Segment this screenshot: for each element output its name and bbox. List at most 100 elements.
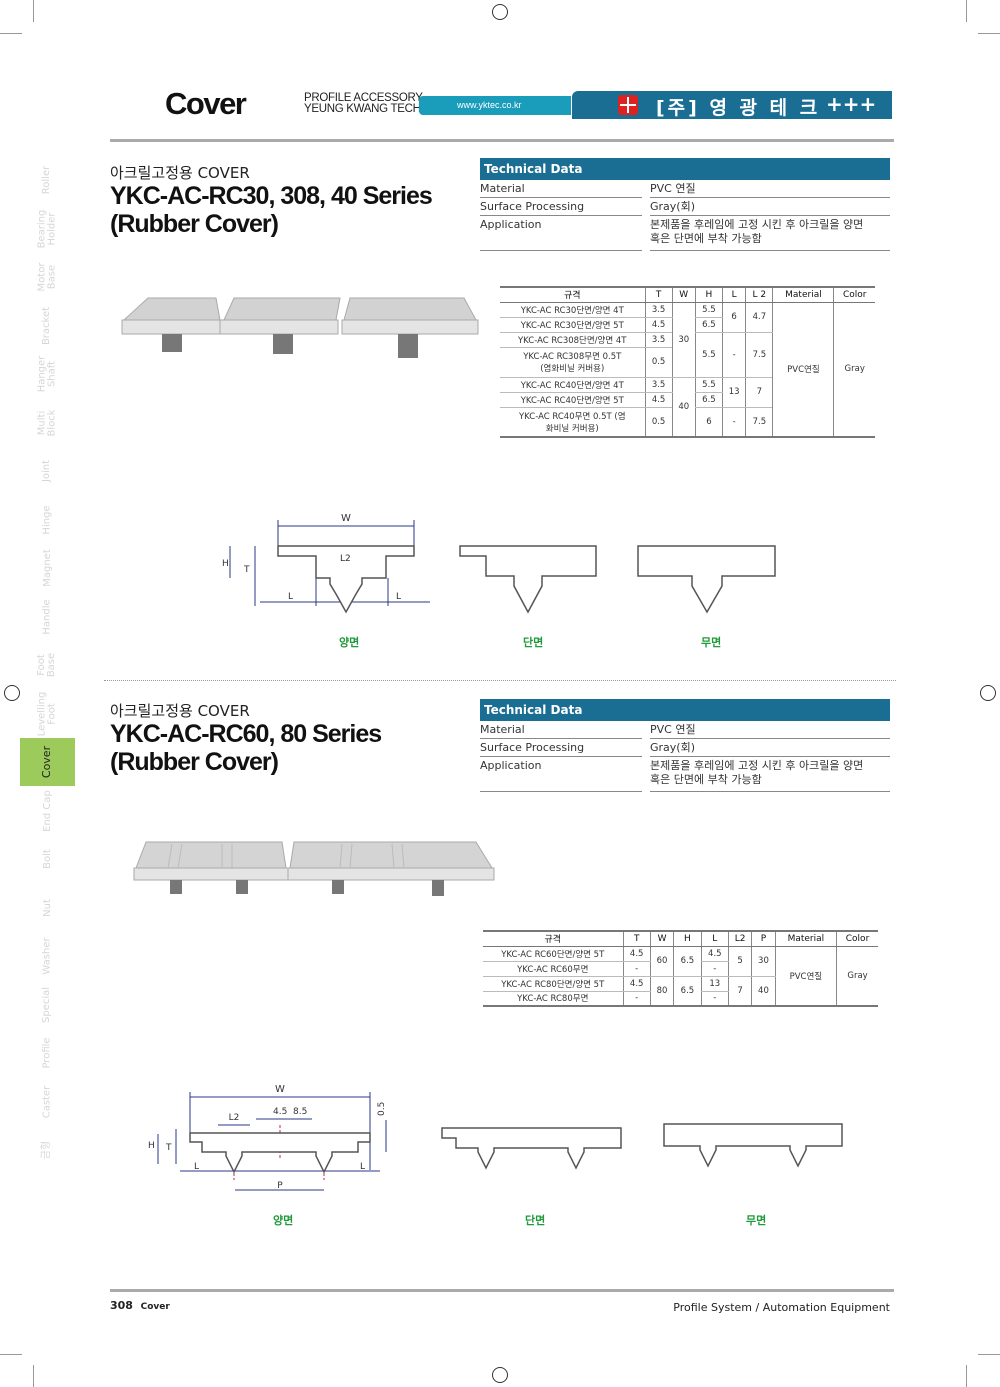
cell-w: 40 bbox=[671, 377, 696, 438]
dim-t: T bbox=[165, 1143, 172, 1153]
sidebar-item-caster[interactable]: Caster bbox=[20, 1078, 75, 1126]
tech-key: Material bbox=[480, 180, 642, 198]
sidebar-item-foot-base[interactable]: Foot Base bbox=[20, 641, 75, 689]
sidebar-item-bolt[interactable]: Bolt bbox=[20, 835, 75, 883]
dim-l-right: L bbox=[360, 1162, 365, 1172]
tech-value: Gray(회) bbox=[650, 739, 890, 757]
section1-title: YKC-AC-RC30, 308, 40 Series (Rubber Cove… bbox=[110, 182, 433, 238]
sidebar-item-motor-base[interactable]: Motor Base bbox=[20, 253, 75, 301]
cell-l: - bbox=[722, 407, 746, 438]
cell-h: 6.5 bbox=[673, 976, 702, 1007]
caption-single-side: 단면 bbox=[525, 1214, 546, 1227]
caption-no-side: 무면 bbox=[701, 636, 722, 649]
tech-value: PVC 연질 bbox=[650, 721, 890, 739]
title-line2: (Rubber Cover) bbox=[110, 748, 279, 776]
cell-t: 0.5 bbox=[644, 347, 673, 378]
section2-kr-label: 아크릴고정용 COVER bbox=[110, 702, 250, 720]
tech-key: Application bbox=[480, 757, 642, 792]
cell-spec: YKC-AC RC40단면/양면 5T bbox=[500, 392, 645, 408]
dim-h: H bbox=[222, 559, 229, 569]
dim-p: P bbox=[277, 1181, 283, 1191]
sidebar-item-금형[interactable]: 금형 bbox=[20, 1126, 75, 1174]
sidebar-item-roller[interactable]: Roller bbox=[20, 156, 75, 204]
section1-dimension-drawings: W H T L L L2 bbox=[222, 513, 776, 614]
cell-t: 4.5 bbox=[622, 946, 651, 962]
col-header: H bbox=[673, 930, 702, 947]
cell-spec: YKC-AC RC40무면 0.5T (염화비닐 커버용) bbox=[500, 407, 645, 438]
sidebar-item-label: Magnet bbox=[41, 549, 53, 587]
sidebar-item-label: Motor Base bbox=[36, 262, 58, 292]
col-header: W bbox=[649, 930, 674, 947]
sidebar-item-label: 금형 bbox=[41, 1140, 53, 1160]
registration-mark-icon bbox=[492, 1367, 508, 1383]
sidebar-item-bracket[interactable]: Bracket bbox=[20, 302, 75, 350]
tech-key: Application bbox=[480, 216, 642, 251]
sidebar-item-handle[interactable]: Handle bbox=[20, 593, 75, 641]
sidebar-item-washer[interactable]: Washer bbox=[20, 932, 75, 980]
sidebar-item-nut[interactable]: Nut bbox=[20, 884, 75, 932]
dim-l-left: L bbox=[288, 592, 293, 602]
dim-h: H bbox=[148, 1141, 155, 1151]
table-row: YKC-AC RC40단면/양면 5T 4.5 6.5 bbox=[500, 392, 875, 408]
sidebar-item-label: Handle bbox=[41, 598, 53, 635]
cell-w: 60 bbox=[649, 946, 674, 977]
sidebar-item-profile[interactable]: Profile bbox=[20, 1029, 75, 1077]
table-row: YKC-AC RC60단면/양면 5T 4.5 60 6.5 4.5 5 30 … bbox=[483, 946, 878, 1007]
dim-l-right: L bbox=[396, 592, 401, 602]
section-divider bbox=[104, 680, 896, 681]
website-link[interactable]: www.yktec.co.kr bbox=[419, 96, 571, 115]
company-banner: [주] 영 광 테 크 +++ bbox=[572, 91, 892, 119]
caption-single-side: 단면 bbox=[523, 636, 544, 649]
sidebar-item-cover[interactable]: Cover bbox=[20, 738, 75, 786]
tech-value: 본제품을 후레임에 고정 시킨 후 아크릴을 양면 혹은 단면에 부착 가능함 bbox=[650, 216, 890, 251]
crop-mark bbox=[0, 1354, 22, 1355]
registration-mark-icon bbox=[4, 685, 20, 701]
sidebar-item-magnet[interactable]: Magnet bbox=[20, 544, 75, 592]
sidebar-item-end-cap[interactable]: End Cap bbox=[20, 787, 75, 835]
cell-l: 13 bbox=[722, 377, 746, 408]
crop-mark bbox=[33, 0, 34, 22]
cell-spec: YKC-AC RC308단면/양면 4T bbox=[500, 332, 645, 348]
sidebar-item-bearing-holder[interactable]: Bearing Holder bbox=[20, 205, 75, 253]
cell-spec: YKC-AC RC80단면/양면 5T bbox=[483, 976, 623, 992]
sidebar-item-multi-block[interactable]: Multi Block bbox=[20, 399, 75, 447]
cell-l2: 7.5 bbox=[745, 332, 773, 378]
col-header: L 2 bbox=[745, 286, 773, 303]
caption-both-sides: 양면 bbox=[273, 1214, 294, 1227]
col-header: L bbox=[722, 286, 746, 303]
sidebar-item-label: Levelling Foot bbox=[36, 691, 58, 736]
table-row: YKC-AC RC80단면/양면 5T 4.5 80 6.5 13 7 40 bbox=[483, 976, 878, 1007]
tech-key: Material bbox=[480, 721, 642, 739]
page-title: Cover bbox=[165, 86, 247, 121]
col-header: 규격 bbox=[500, 286, 645, 303]
sidebar-item-label: Caster bbox=[41, 1085, 53, 1118]
company-logo-icon bbox=[618, 95, 638, 115]
section1-kr-label: 아크릴고정용 COVER bbox=[110, 164, 250, 182]
tech-row-material: Material PVC 연질 bbox=[480, 721, 890, 739]
sidebar-item-hanger-shaft[interactable]: Hanger Shaft bbox=[20, 350, 75, 398]
dim-t: T bbox=[243, 565, 250, 575]
tech-value: PVC 연질 bbox=[650, 180, 890, 198]
sidebar-item-levelling-foot[interactable]: Levelling Foot bbox=[20, 690, 75, 738]
registration-mark-icon bbox=[492, 4, 508, 20]
dim-w: W bbox=[275, 1084, 285, 1095]
sidebar-item-label: Nut bbox=[41, 898, 53, 917]
sidebar-item-hinge[interactable]: Hinge bbox=[20, 496, 75, 544]
registration-mark-icon bbox=[980, 685, 996, 701]
col-header: T bbox=[644, 286, 673, 303]
sidebar-item-joint[interactable]: Joint bbox=[20, 447, 75, 495]
sidebar-item-label: Bearing Holder bbox=[36, 209, 58, 248]
title-line2: (Rubber Cover) bbox=[110, 210, 279, 238]
cell-t: 3.5 bbox=[644, 332, 673, 348]
col-header: Material bbox=[774, 930, 837, 947]
sidebar-item-label: Special bbox=[41, 986, 53, 1023]
crop-mark bbox=[978, 33, 1000, 34]
caption-both-sides: 양면 bbox=[339, 636, 360, 649]
table-row: YKC-AC RC40무면 0.5T (염화비닐 커버용) 0.5 6 - 7.… bbox=[500, 407, 875, 438]
sidebar-item-special[interactable]: Special bbox=[20, 981, 75, 1029]
sidebar-item-label: Hanger Shaft bbox=[36, 355, 58, 393]
cell-spec: YKC-AC RC308무면 0.5T (염화비닐 커버용) bbox=[500, 347, 645, 378]
